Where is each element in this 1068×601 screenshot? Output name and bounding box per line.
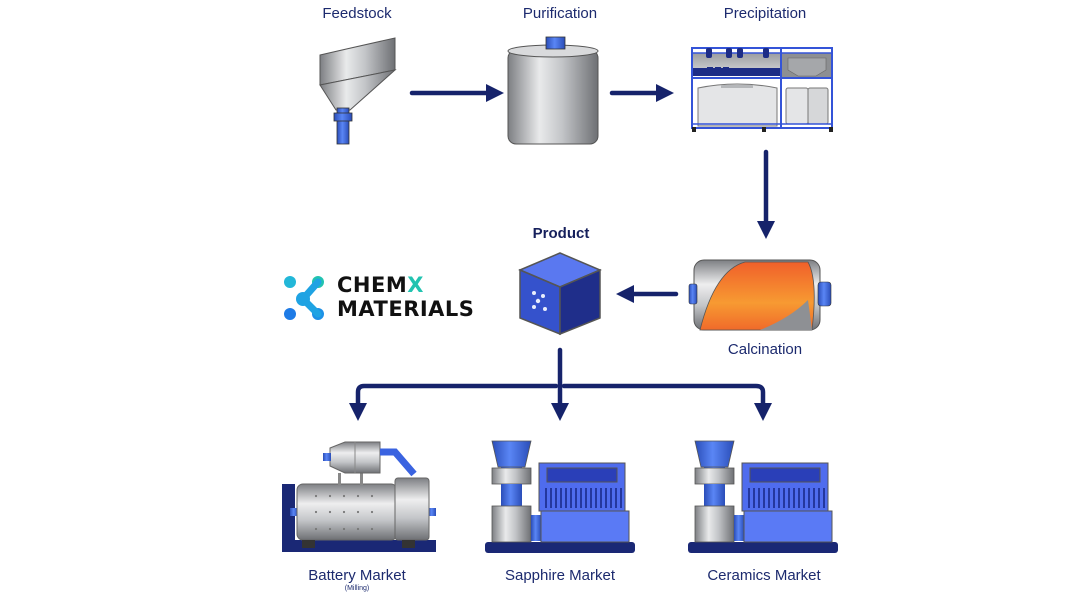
- purification-label: Purification: [522, 5, 598, 22]
- feedstock-label: Feedstock: [322, 5, 392, 22]
- sapphire-machine-icon: [485, 440, 635, 553]
- logo-line-1: CHEMX: [337, 273, 424, 297]
- ceramics-grille: [748, 488, 825, 508]
- battery-market-sublabel: (Milling): [344, 585, 370, 592]
- arrow-product-to-battery: [349, 383, 559, 421]
- calcination-kiln-icon: [688, 259, 832, 331]
- sapphire-grille: [545, 488, 622, 508]
- sapphire-market-label: Sapphire Market: [504, 567, 616, 584]
- arrow-product-to-ceramics: [561, 383, 772, 421]
- product-logo-mark-icon: [532, 291, 547, 311]
- product-cube-icon: [518, 252, 602, 336]
- purification-tank-icon: [507, 36, 599, 145]
- precipitation-label: Precipitation: [723, 5, 807, 22]
- ceramics-machine-icon: [688, 440, 838, 553]
- battery-ball-mill-icon: [282, 441, 436, 552]
- chemx-logo-icon: [284, 276, 324, 320]
- calcination-label: Calcination: [727, 341, 803, 358]
- product-label: Product: [532, 225, 590, 242]
- logo-wordmark: CHEMX MATERIALS: [337, 273, 474, 321]
- feedstock-hopper-icon: [319, 37, 397, 145]
- ceramics-market-label: Ceramics Market: [707, 567, 821, 584]
- precipitation-unit-icon: [691, 47, 833, 132]
- battery-market-label: Battery Market: [308, 567, 406, 584]
- logo-line-2: MATERIALS: [337, 297, 475, 321]
